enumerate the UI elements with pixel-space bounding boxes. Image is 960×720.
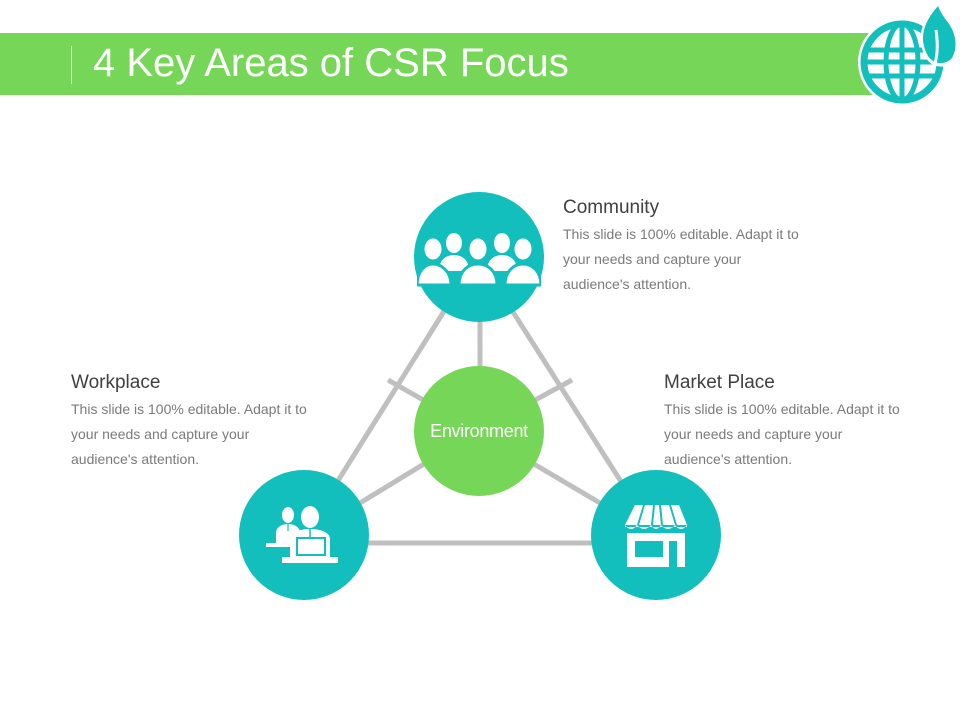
workplace-description: This slide is 100% editable. Adapt it to… <box>71 397 331 472</box>
community-block: Community This slide is 100% editable. A… <box>563 196 823 297</box>
market-place-circle <box>591 470 721 600</box>
description-line: your needs and capture your <box>664 426 843 442</box>
globe-leaf-icon <box>850 0 960 110</box>
community-circle <box>414 192 544 322</box>
group-of-people-icon <box>417 227 541 287</box>
office-workers-icon <box>266 505 342 565</box>
description-line: This slide is 100% editable. Adapt it to <box>664 401 900 417</box>
workplace-block: Workplace This slide is 100% editable. A… <box>71 371 331 472</box>
description-line: your needs and capture your <box>71 426 250 442</box>
title-bar <box>0 33 880 95</box>
workplace-title: Workplace <box>71 372 161 393</box>
description-line: audience's attention. <box>563 276 691 292</box>
title-divider <box>71 46 72 84</box>
description-line: This slide is 100% editable. Adapt it to <box>71 401 307 417</box>
storefront-icon <box>621 503 691 567</box>
market-place-title: Market Place <box>664 372 775 393</box>
description-line: your needs and capture your <box>563 251 742 267</box>
description-line: This slide is 100% editable. Adapt it to <box>563 226 799 242</box>
environment-circle: Environment <box>414 366 544 496</box>
description-line: audience's attention. <box>664 451 792 467</box>
environment-label: Environment <box>430 420 528 441</box>
workplace-circle <box>239 470 369 600</box>
community-title: Community <box>563 197 660 218</box>
description-line: audience's attention. <box>71 451 199 467</box>
market-place-block: Market Place This slide is 100% editable… <box>664 371 924 472</box>
page-title: 4 Key Areas of CSR Focus <box>93 41 569 85</box>
community-description: This slide is 100% editable. Adapt it to… <box>563 222 823 297</box>
market-place-description: This slide is 100% editable. Adapt it to… <box>664 397 924 472</box>
